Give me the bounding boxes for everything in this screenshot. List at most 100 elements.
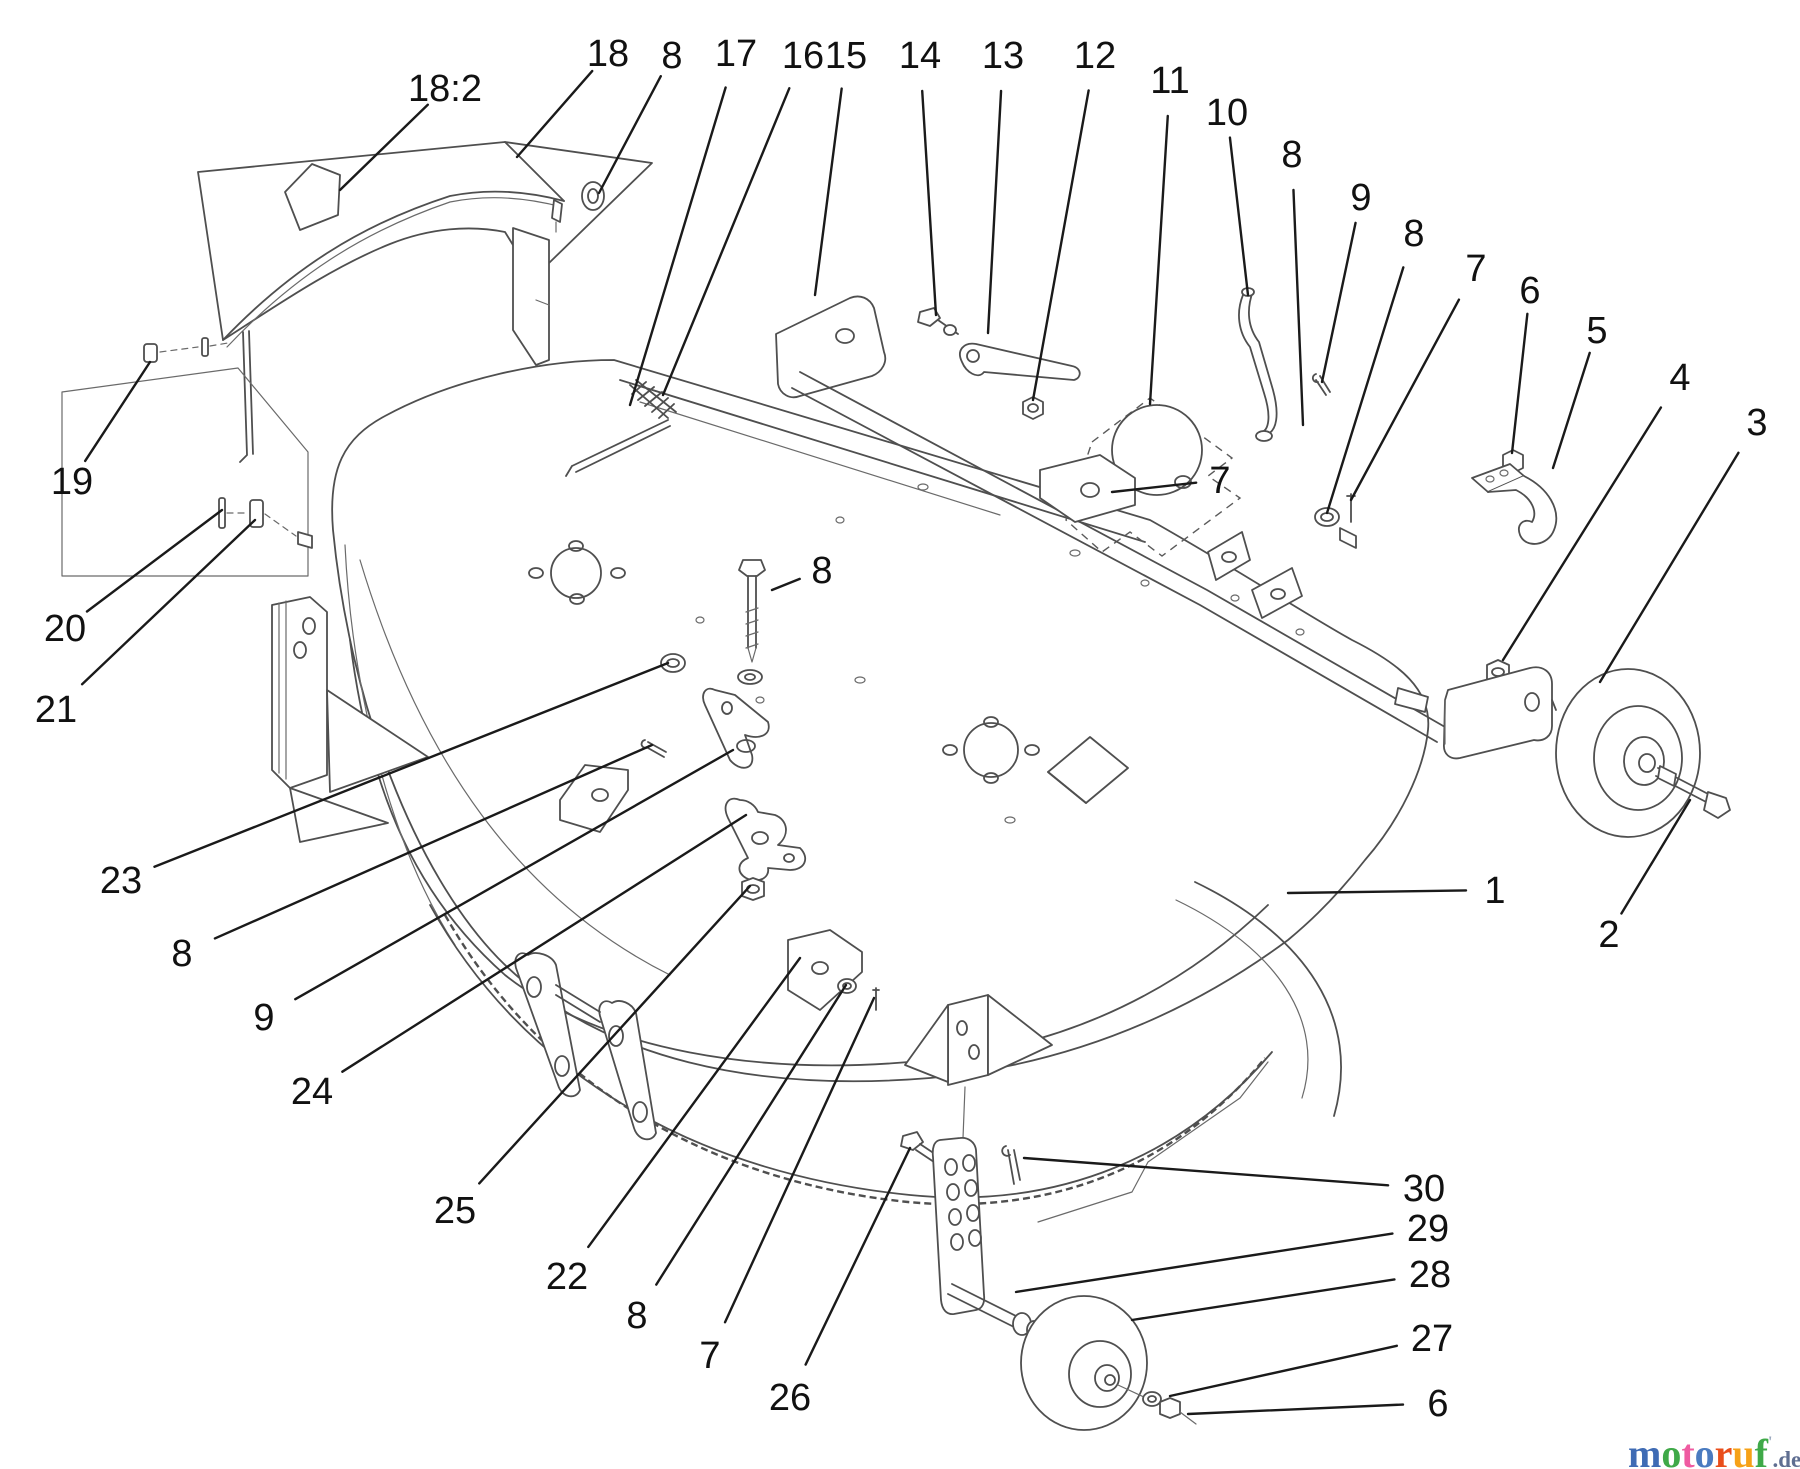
leader-line: [986, 89, 1003, 335]
callout-10: 10: [1206, 92, 1250, 297]
callout-22: 22: [546, 956, 802, 1298]
leader-line: [921, 89, 938, 317]
callout-16: 16: [661, 35, 824, 397]
callout-8: 8: [626, 983, 848, 1337]
callout-number: 9: [253, 997, 274, 1039]
leader-line: [1325, 266, 1405, 515]
callout-9: 9: [1320, 177, 1372, 384]
callout-number: 14: [899, 35, 941, 77]
leader-line: [1228, 136, 1250, 297]
leader-line: [1031, 89, 1090, 402]
callout-number: 8: [626, 1295, 647, 1337]
callout-number: 4: [1669, 357, 1690, 399]
callout-number: 30: [1403, 1168, 1445, 1210]
callout-29: 29: [1014, 1208, 1449, 1294]
callout-26: 26: [769, 1146, 912, 1419]
leader-line: [153, 661, 670, 868]
washer-27: [1142, 1391, 1162, 1407]
callout-number: 8: [811, 550, 832, 592]
callout-5: 5: [1551, 310, 1608, 470]
bar-end-plate: [775, 295, 887, 399]
callout-8: 8: [1281, 134, 1305, 427]
callout-18: 18: [515, 33, 629, 159]
leader-line: [1349, 298, 1461, 502]
pin-7b-low: [872, 987, 880, 1011]
callout-2: 2: [1598, 798, 1692, 956]
callout-11: 11: [1148, 60, 1190, 406]
callout-number: 7: [1465, 248, 1486, 290]
callout-number: 2: [1598, 914, 1619, 956]
leader-line: [341, 813, 748, 1073]
leader-line: [813, 87, 843, 297]
callout-number: 18: [587, 33, 629, 75]
leader-line: [1320, 221, 1357, 384]
leader-line: [515, 69, 594, 159]
callout-number: 5: [1586, 310, 1607, 352]
spring-17: [629, 379, 677, 419]
wheel-arm: [1443, 666, 1553, 760]
callout-6: 6: [1186, 1383, 1449, 1425]
callout-1: 1: [1286, 870, 1506, 912]
leader-line: [1551, 351, 1591, 470]
leader-line: [1148, 114, 1169, 406]
adjust-bracket: [931, 1137, 986, 1315]
rod-16: [565, 419, 671, 477]
callout-24: 24: [291, 813, 748, 1113]
callout-number: 7: [1209, 460, 1230, 502]
leader-line: [1598, 451, 1740, 684]
l-plate-22: [787, 929, 863, 1011]
callout-17: 17: [628, 33, 757, 407]
callout-28: 28: [1130, 1254, 1451, 1322]
callout-4: 4: [1501, 357, 1691, 662]
callout-13: 13: [982, 35, 1024, 335]
leader-line: [597, 75, 662, 195]
callout-number: 20: [44, 608, 86, 650]
callout-number: 12: [1074, 35, 1116, 77]
callout-number: 8: [171, 933, 192, 975]
callout-number: 8: [1403, 213, 1424, 255]
ball-11: [1111, 404, 1203, 496]
washer-8t: [1314, 507, 1340, 527]
logo-letter: m: [1628, 1431, 1662, 1469]
leader-line: [1286, 889, 1468, 895]
callout-25: 25: [434, 884, 752, 1232]
leader-line: [1510, 312, 1529, 455]
leader-line: [85, 508, 224, 613]
u-tube-10: [1238, 294, 1270, 433]
logo-letter: f: [1754, 1431, 1768, 1469]
strap-13: [959, 342, 1081, 381]
cotter-9t: [1312, 373, 1331, 396]
callout-12: 12: [1031, 35, 1116, 402]
callout-30: 30: [1022, 1156, 1445, 1210]
bolt-14: [917, 307, 941, 327]
callout-15: 15: [813, 35, 867, 297]
nut-25: [741, 877, 765, 901]
callout-8: 8: [770, 550, 833, 592]
leader-line: [723, 996, 876, 1324]
leader-line: [628, 86, 727, 407]
leader-line: [1292, 188, 1305, 427]
callout-number: 13: [982, 35, 1024, 77]
callout-number: 8: [1281, 134, 1302, 176]
callout-number: 22: [546, 1256, 588, 1298]
projection-frame: [61, 337, 313, 577]
leader-line: [1130, 1278, 1396, 1322]
leader-line: [80, 518, 257, 686]
lift-bar-assembly: [565, 287, 1446, 743]
callout-number: 21: [35, 689, 77, 731]
callout-20: 20: [44, 508, 224, 650]
callout-number: 25: [434, 1190, 476, 1232]
leader-line: [661, 87, 791, 397]
callout-number: 9: [1350, 177, 1371, 219]
leader-line: [1168, 1344, 1399, 1398]
callout-21: 21: [35, 518, 257, 731]
callout-number: 17: [715, 33, 757, 75]
logo-tick: ': [1768, 1434, 1773, 1451]
leader-line: [770, 577, 801, 592]
callout-number: 23: [100, 860, 142, 902]
callout-7: 7: [699, 996, 876, 1377]
logo-letter: o: [1661, 1431, 1682, 1469]
logo-letter: t: [1681, 1431, 1695, 1469]
leader-line: [338, 103, 429, 192]
